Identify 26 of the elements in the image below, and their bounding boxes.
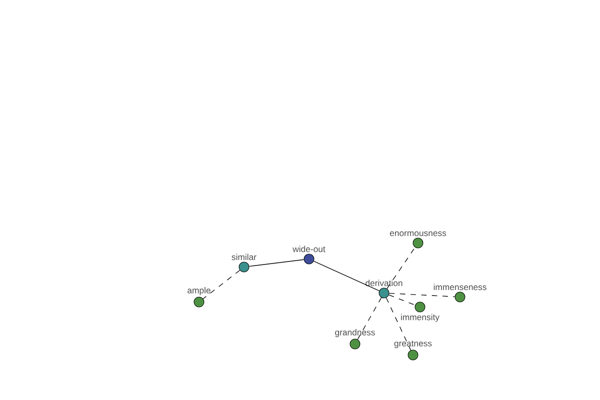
node-label: grandness: [335, 329, 375, 338]
dashed-line: [388, 292, 456, 298]
connector-line: [248, 259, 304, 267]
graph-node: ample: [188, 287, 210, 308]
graph-node: derivation: [366, 280, 402, 298]
graph-node: greatness: [394, 340, 432, 360]
graph-node: similar: [232, 254, 256, 272]
connector-line: [313, 260, 380, 292]
node-label: greatness: [394, 340, 432, 348]
dashed-line: [386, 247, 416, 289]
dashed-line: [357, 297, 382, 340]
graph-node: immenseness: [434, 284, 486, 302]
graph-node: grandness: [335, 329, 375, 350]
dashed-line: [386, 297, 412, 351]
graph-node: immensity: [401, 302, 440, 322]
node-label: derivation: [366, 280, 402, 286]
dashed-line: [388, 294, 416, 306]
dashed-line: [202, 270, 240, 300]
graph-node: enormousness: [390, 231, 446, 248]
node-label: wide-out: [292, 246, 326, 252]
node-label: ample: [188, 287, 210, 296]
graph-node: wide-out: [292, 246, 326, 264]
node-label: enormousness: [390, 231, 446, 236]
node-label: immensity: [401, 314, 440, 322]
node-label: immenseness: [434, 284, 486, 290]
node-label: similar: [232, 254, 256, 260]
